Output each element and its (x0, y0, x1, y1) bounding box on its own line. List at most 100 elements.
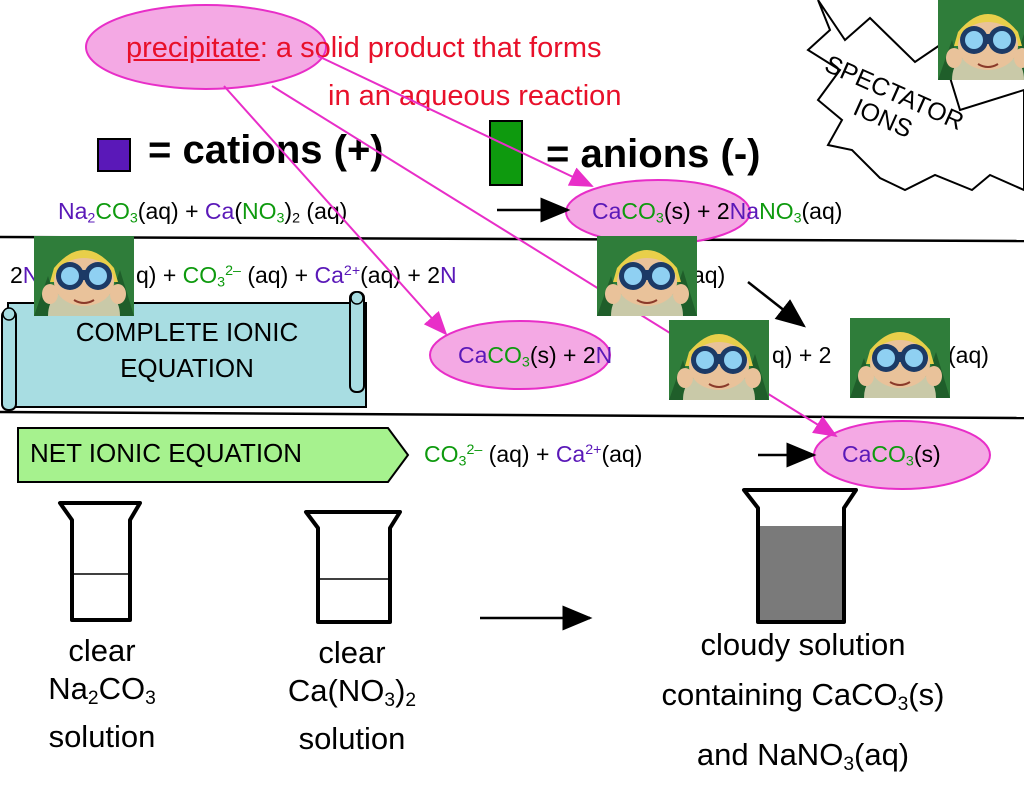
ionic-ca: Ca (314, 262, 344, 288)
right-line2a-sub: 3 (897, 693, 909, 715)
right-caption-line3: and NaNO3(aq) (606, 730, 1000, 790)
beaker-middle-caption: clear Ca(NO3)2 solution (262, 634, 442, 758)
right-caption-line1: cloudy solution (700, 627, 906, 662)
right-line3a: and NaNO (696, 736, 844, 772)
net-ionic-label: NET IONIC EQUATION (30, 438, 303, 468)
beaker-left (58, 501, 142, 622)
ionic-co-sub: 3 (217, 274, 226, 291)
net-ca-sup: 2+ (585, 442, 602, 459)
ionic-hidden-n: N (22, 262, 40, 288)
ionic-equation-lead: 2N (10, 264, 39, 287)
mol-p-na: Na (729, 198, 760, 224)
middle-caption-line3: solution (298, 720, 406, 756)
spectator-ions-burst (806, 0, 1024, 192)
middle-caption-formula: Ca(NO3)2 (262, 672, 442, 720)
ionic-equation-tail: aq) (692, 262, 726, 288)
mol-p-s: (s) + 2 (663, 198, 730, 224)
mol-no: NO (241, 198, 277, 224)
definition-term: precipitate (126, 32, 260, 64)
beaker-right (742, 488, 858, 624)
ionic-n2: N (440, 262, 457, 288)
ionic-ca-sup: 2+ (343, 263, 361, 280)
highlight-precipitate-term (85, 4, 327, 90)
divider-line-bottom (0, 410, 1024, 420)
ionic-co: CO (182, 262, 218, 288)
mol-co-sub: 3 (129, 210, 138, 227)
ionic-products-tail: (aq) (948, 342, 989, 368)
mol-aq1: (aq) + (137, 198, 205, 224)
net-p-s: (s) (913, 441, 941, 467)
right-caption-line2: containing CaCO3(s) (606, 670, 1000, 730)
left-caption-line3: solution (48, 718, 156, 754)
mol-p-no-sub: 3 (793, 210, 802, 227)
ionic-products: CaCO3(s) + 2N (458, 344, 612, 370)
ionic-p-co-sub: 3 (521, 354, 530, 371)
left-formula-a: Na (48, 671, 88, 706)
ionic-co-sup: 2– (225, 263, 241, 280)
mol-paren-open: ( (234, 198, 242, 224)
right-line2b: (s) (908, 677, 945, 712)
mol-paren-sub: 2 (292, 210, 301, 227)
net-ca: Ca (555, 441, 586, 467)
ionic-q1: q) + (136, 262, 183, 288)
net-p-co: CO (871, 441, 906, 467)
net-co: CO (424, 441, 459, 467)
mol-ca: Ca (204, 198, 235, 224)
complete-ionic-label: COMPLETE IONIC EQUATION (75, 317, 299, 383)
right-line2a: containing CaCO (661, 677, 898, 712)
net-co-sub: 3 (458, 453, 467, 470)
definition-line2: in an aqueous reaction (328, 80, 622, 112)
molecular-equation-products: CaCO3(s) + 2NaNO3(aq) (592, 200, 842, 226)
middle-caption-line1: clear (318, 635, 386, 670)
mol-p-ca: Ca (592, 198, 622, 224)
net-p-co-sub: 3 (905, 453, 914, 470)
ionic-p-co: CO (487, 342, 522, 368)
ionic-aq2: (aq) + 2 (360, 262, 441, 288)
left-caption-line1: clear (68, 633, 136, 668)
divider-line-top (0, 235, 1024, 243)
ionic-p-n1: N (595, 342, 613, 368)
beaker-left-caption: clear Na2CO3 solution (22, 632, 182, 756)
cations-label: = cations (+) (148, 128, 384, 172)
mol-p-no: NO (759, 198, 794, 224)
right-line3a-sub: 3 (843, 753, 854, 775)
mol-p-co-sub: 3 (655, 210, 664, 227)
mol-paren-close: ) (284, 198, 293, 224)
middle-formula-b: ) (395, 673, 406, 708)
net-equation-reactants: CO32– (aq) + Ca2+(aq) (424, 443, 642, 469)
beaker-middle (304, 510, 402, 624)
left-formula-a-sub: 2 (87, 687, 99, 709)
ionic-lead: 2 (10, 262, 23, 288)
definition-line1: precipitate: a solid product that forms (126, 32, 602, 65)
anion-swatch (489, 120, 523, 186)
mol-co: CO (95, 198, 130, 224)
net-aq1: (aq) + (482, 441, 556, 467)
mol-p-aq: (aq) (801, 198, 843, 224)
cation-swatch (97, 138, 131, 172)
ionic-aq1: (aq) + (240, 262, 315, 288)
middle-formula-a-sub: 3 (384, 689, 396, 711)
beaker-right-caption: cloudy solution containing CaCO3(s) and … (606, 620, 1000, 790)
ionic-p-ca: Ca (458, 342, 488, 368)
molecular-equation-reactants: Na2CO3(aq) + Ca(NO3)2 (aq) (58, 200, 347, 226)
ionic-p-s: (s) + 2 (529, 342, 596, 368)
right-line3b: (aq) (854, 736, 910, 772)
left-formula-b: CO (98, 671, 146, 706)
net-aq2: (aq) (601, 441, 643, 467)
net-p-ca: Ca (842, 441, 872, 467)
net-equation-product: CaCO3(s) (842, 443, 941, 469)
middle-formula-b-sub: 2 (405, 689, 417, 711)
ionic-products-mid: q) + 2 (772, 342, 832, 368)
anions-label: = anions (-) (546, 132, 761, 176)
net-co-sup: 2– (466, 442, 483, 459)
left-formula-b-sub: 3 (145, 687, 156, 709)
ionic-equation-reactants: q) + CO32– (aq) + Ca2+(aq) + 2N (136, 264, 457, 290)
mol-na-sub: 2 (87, 210, 96, 227)
cloudy-precipitate-fill (758, 526, 844, 622)
mol-na: Na (58, 198, 88, 224)
mol-p-co: CO (621, 198, 656, 224)
mol-aq2: (aq) (300, 198, 348, 224)
middle-formula-a: Ca(NO (287, 673, 385, 708)
left-caption-formula: Na2CO3 (22, 670, 182, 718)
definition-text: : a solid product that forms (259, 32, 602, 64)
